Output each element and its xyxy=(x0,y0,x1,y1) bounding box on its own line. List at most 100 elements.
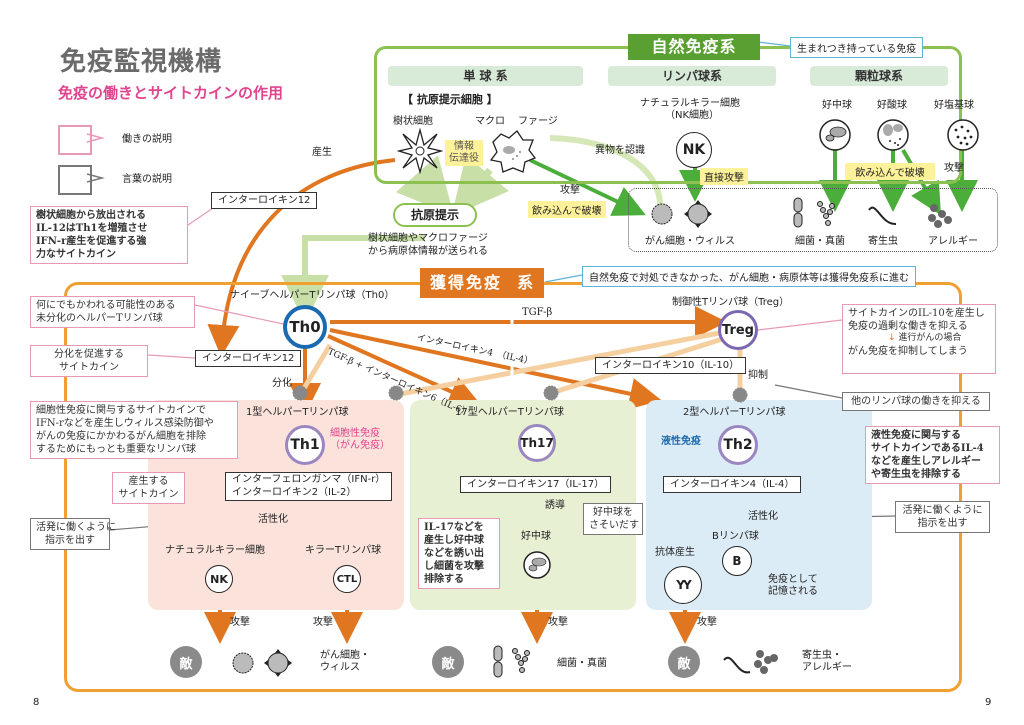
macrophage-to-antigen-arrow xyxy=(451,155,509,217)
info-messenger-label: 情報 伝達役 xyxy=(445,140,483,166)
down-arrow-icon: ↓ xyxy=(888,333,896,343)
il10-box: インターロイキン10（IL-10） xyxy=(595,357,747,374)
naive-note: 何にでもかわれる可能性のある 未分化のヘルパーTリンパ球 xyxy=(30,296,195,328)
innate-nk-cell: NK xyxy=(676,132,712,168)
neutrophil-label: 好中球 xyxy=(822,100,852,111)
monocyte-system-header: 単 球 系 xyxy=(388,66,583,86)
neutrophil-icon xyxy=(819,119,851,151)
th1-title: 1型ヘルパーTリンパ球 xyxy=(246,407,349,418)
produce-cytokine-note: 産生する サイトカイン xyxy=(112,472,185,504)
b-cell: B xyxy=(722,546,752,576)
activate-note-left: 活発に働くように 指示を出す xyxy=(30,518,116,550)
lure-note: 好中球を さそいだす xyxy=(583,503,643,535)
suppress-label: 抑制 xyxy=(748,370,768,381)
th1-cell: Th1 xyxy=(285,425,325,465)
il12-production-arrow xyxy=(207,158,396,357)
humoral-immunity-label: 液性免疫 xyxy=(661,436,701,447)
bottom-target-cancer: がん細胞・ ウィルス xyxy=(320,650,370,673)
target-cancer-virus: がん細胞・ウィルス xyxy=(645,236,735,247)
produce-label: 産生 xyxy=(312,147,332,158)
target-bacteria-fungi: 細菌・真菌 xyxy=(795,236,845,247)
suppress-note: 他のリンパ球の働きを抑える xyxy=(842,392,990,411)
macrophage-icon xyxy=(489,130,537,173)
il4-arrow xyxy=(329,328,662,410)
acquired-label-suffix: 系 xyxy=(517,273,536,292)
tgf-beta-label: TGF-β xyxy=(522,307,553,318)
nk-cell-title: ナチュラルキラー細胞 xyxy=(640,98,740,109)
page-number-left: 8 xyxy=(33,697,40,708)
dendritic-to-antigen-arrow xyxy=(395,155,454,216)
differentiate-label: 分化 xyxy=(272,378,292,389)
legend-action-swatch xyxy=(58,125,92,155)
nk-cell-label: ナチュラルキラー細胞 xyxy=(165,545,265,556)
b-cell-title: Bリンパ球 xyxy=(712,531,759,542)
antigen-presentation-badge: 抗原提示 xyxy=(393,203,477,227)
innate-note: 生まれつき持っている免疫 xyxy=(790,37,924,58)
differentiation-note: 分化を促進する サイトカイン xyxy=(30,345,148,377)
acquired-label-text: 獲得免疫 xyxy=(430,273,503,292)
enemy-badge-3: 敵 xyxy=(668,646,700,678)
antigen-presentation-note: 樹状細胞やマクロファージ から病原体情報が送られる xyxy=(368,233,488,257)
innate-target-zone xyxy=(628,188,998,252)
bottom-target-bacteria: 細菌・真菌 xyxy=(557,658,607,669)
acquired-note: 自然免疫で対処できなかった、がん細胞・病原体等は獲得免疫系に進む xyxy=(582,266,916,287)
treg-note: サイトカインのIL-10を産生し 免疫の過剰な働きを抑える ↓ 進行がんの場合 … xyxy=(842,304,996,374)
th2-note: 液性免疫に関与する サイトカインであるIL-4 などを産生しアレルギー や寄生虫… xyxy=(865,426,1000,484)
macrophage-label-1: マクロ xyxy=(475,116,505,127)
direct-attack-label: 直接攻撃 xyxy=(700,168,748,185)
recognize-label: 異物を認識 xyxy=(595,145,645,156)
treg-cell: Treg xyxy=(718,310,758,350)
allergy-icon xyxy=(928,204,952,228)
th0-cell: Th0 xyxy=(283,305,327,349)
antibody-production-label: 抗体産生 xyxy=(655,547,695,558)
engulf-destroy-label-left: 飲み込んで破壊 xyxy=(528,201,606,218)
bacteria-bottom-icon xyxy=(493,645,530,678)
bottom-target-parasite: 寄生虫・ アレルギー xyxy=(802,650,852,673)
macrophage-label-2: ファージ xyxy=(518,116,558,127)
th17-note: IL-17などを 産生し好中球 などを誘い出 し細菌を攻撃 排除する xyxy=(418,518,500,589)
th1-cytokines-box: インターフェロンガンマ（IFN-r） インターロイキン2（IL-2） xyxy=(225,472,393,501)
th1-activate-label: 活性化 xyxy=(258,514,288,525)
page-number-right: 9 xyxy=(985,697,992,708)
ctl-attack-label: 攻撃 xyxy=(313,617,333,628)
basophil-icon xyxy=(947,119,979,151)
nk-cell: NK xyxy=(205,565,233,593)
induce-label: 誘導 xyxy=(545,500,565,511)
legend-action-label: 働きの説明 xyxy=(122,134,172,145)
nk-attack-label: 攻撃 xyxy=(230,617,250,628)
innate-immunity-label: 自然免疫系 xyxy=(628,34,760,60)
target-allergy: アレルギー xyxy=(928,236,978,247)
eosinophil-icon xyxy=(877,119,909,151)
parasite-allergy-bottom-icon xyxy=(723,650,778,674)
attack-label-right: 攻撃 xyxy=(944,163,964,174)
il4-box: インターロイキン4（IL-4） xyxy=(663,476,802,493)
il12-mid-box: インターロイキン12 xyxy=(195,350,302,367)
il6-arrow xyxy=(327,334,481,407)
neutrophil-small-icon xyxy=(523,551,551,579)
suppress-star-icon-2 xyxy=(388,385,404,401)
acquired-immunity-label: 獲得免疫 系 xyxy=(420,268,544,298)
eosinophil-label: 好酸球 xyxy=(877,100,907,111)
macrophage-attack-arrow xyxy=(529,158,646,216)
recognize-arrow xyxy=(549,135,663,206)
treg-note-main: サイトカインのIL-10を産生し 免疫の過剰な働きを抑える xyxy=(848,308,985,332)
cancer-virus-icon xyxy=(651,200,712,228)
parasite-icon xyxy=(868,206,897,226)
treg-title: 制御性Tリンパ球（Treg） xyxy=(672,297,790,308)
legend-term-label: 言葉の説明 xyxy=(122,174,172,185)
enemy-badge-2: 敵 xyxy=(432,646,464,678)
killer-t-label: キラーTリンパ球 xyxy=(305,545,382,556)
th2-title: 2型ヘルパーTリンパ球 xyxy=(683,407,786,418)
suppress-star-icon-1 xyxy=(292,385,308,401)
apc-label: 【 抗原提示細胞 】 xyxy=(402,93,498,106)
ctl-cell: CTL xyxy=(333,565,361,593)
th2-attack-label: 攻撃 xyxy=(697,617,717,628)
th2-activate-label: 活性化 xyxy=(748,511,778,522)
page-subtitle: 免疫の働きとサイトカインの作用 xyxy=(58,84,284,102)
treg-note-effect: がん免疫を抑制してしまう xyxy=(848,345,968,357)
naive-helper-title: ナイーブヘルパーTリンパ球（Th0） xyxy=(230,290,395,301)
attack-label-left: 攻撃 xyxy=(560,185,580,196)
il12-note: 樹状細胞から放出される IL-12はTh1を増殖させ IFN-r産生を促進する強… xyxy=(30,206,188,264)
th17-cell: Th17 xyxy=(518,424,556,462)
th17-attack-label: 攻撃 xyxy=(548,617,568,628)
